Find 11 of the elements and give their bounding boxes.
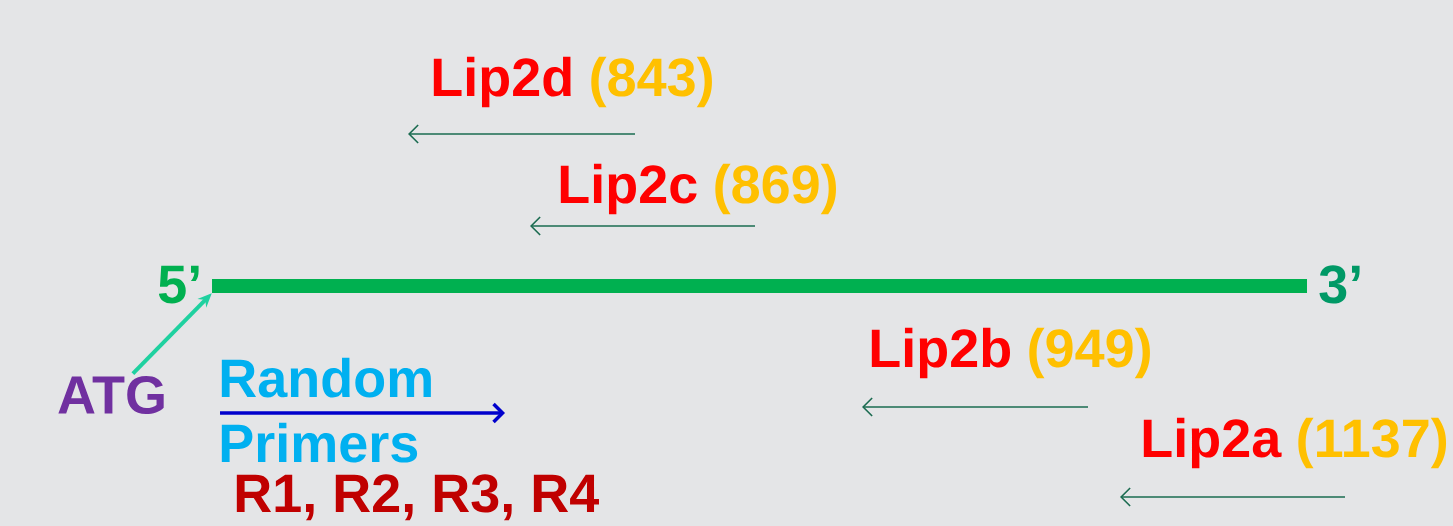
primer-name: Lip2c: [560, 163, 697, 215]
end-label: 5’: [158, 265, 199, 304]
primer-name: Lip2a: [1143, 417, 1282, 469]
start-codon-label: ATG: [58, 375, 164, 415]
primer-length: (1137): [1298, 417, 1447, 469]
primer-label: Primers: [221, 422, 418, 463]
primer-label: Random: [221, 357, 431, 398]
primer-list: R1, R2, R3, R4: [236, 474, 599, 521]
primer-length: (843): [591, 56, 712, 108]
primer-name: Lip2d: [433, 56, 571, 108]
primer-length: (869): [715, 163, 836, 215]
